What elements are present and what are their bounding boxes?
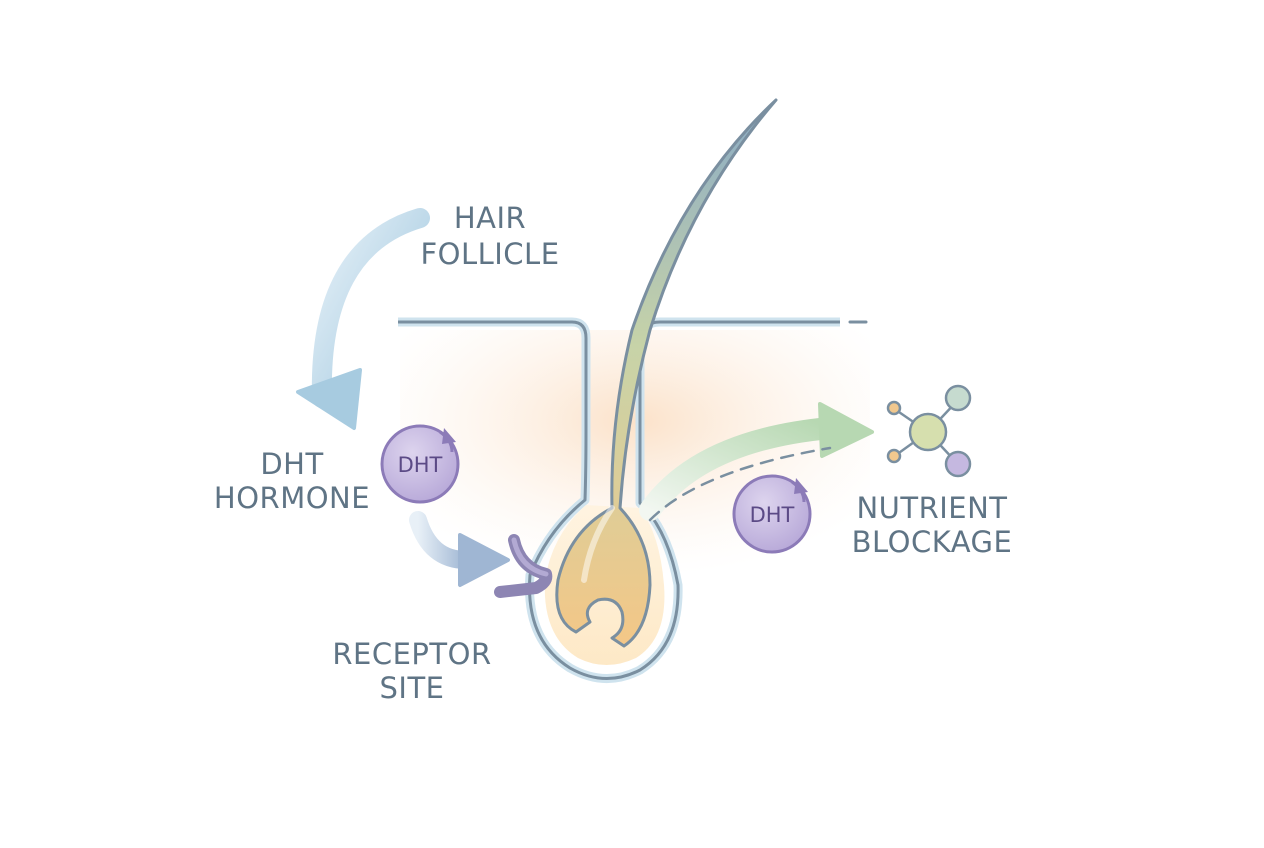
dht-badge-left: DHT [380,424,460,504]
dht-badge-right: DHT [732,474,812,554]
label-hair-follicle-line1: HAIR [454,201,526,235]
hair-shaft [555,98,778,648]
label-receptor-site-line1: RECEPTOR [332,637,491,671]
label-nutrient-blockage-line1: NUTRIENT [856,491,1007,525]
label-dht-hormone-line2: HORMONE [214,481,370,515]
label-nutrient-blockage: NUTRIENT BLOCKAGE [852,491,1013,559]
label-dht-hormone: DHT HORMONE [214,447,370,515]
molecule-icon [886,384,972,478]
follicle-outline [398,317,868,683]
label-hair-follicle-line2: FOLLICLE [420,237,559,271]
nutrient-arrow [639,402,874,522]
label-dht-hormone-line1: DHT [260,447,323,481]
label-receptor-site-line2: SITE [380,671,445,705]
label-hair-follicle: HAIR FOLLICLE [420,201,559,271]
curved-arrow-icon [296,208,430,430]
dht-to-receptor-arrow [409,511,510,587]
dht-badge-right-text: DHT [750,503,795,527]
receptor-icon [494,534,553,598]
label-nutrient-blockage-line2: BLOCKAGE [852,525,1013,559]
label-receptor-site: RECEPTOR SITE [332,637,491,705]
dht-badge-left-text: DHT [398,453,443,477]
